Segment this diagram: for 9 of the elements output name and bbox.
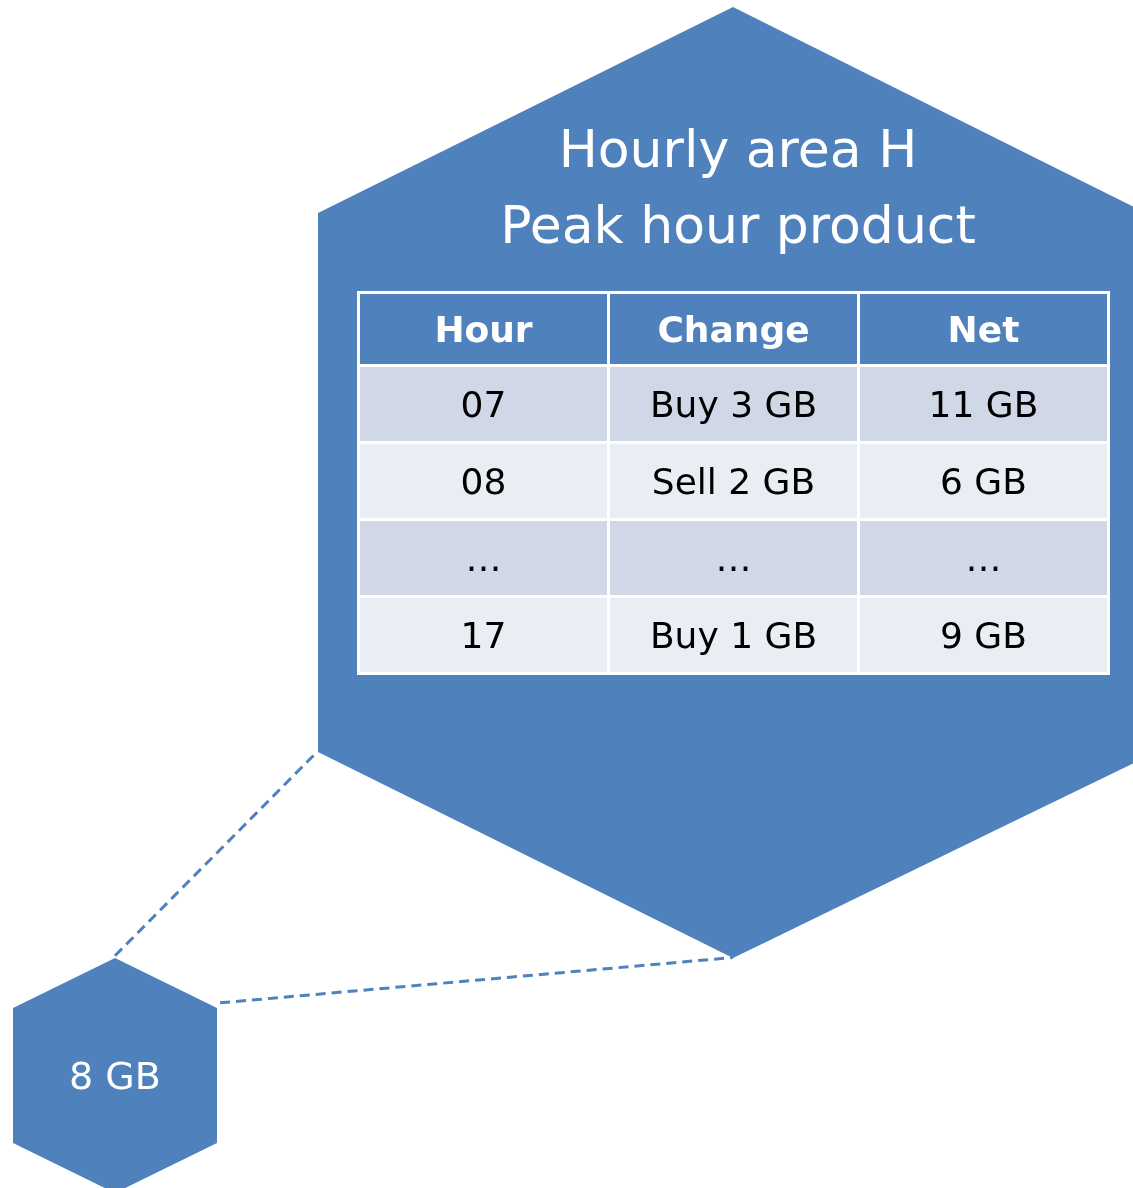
dashed-connector	[113, 751, 318, 957]
dashed-connector	[219, 956, 733, 1005]
table-cell: Buy 1 GB	[608, 596, 859, 674]
node-subtitle: Peak hour product	[499, 195, 977, 255]
node-label: 8 GB	[68, 1054, 162, 1098]
table-header: Hour	[358, 292, 609, 366]
table-cell: 17	[358, 596, 609, 674]
node-title: Hourly area H	[557, 119, 919, 179]
table-cell: 9 GB	[858, 596, 1109, 674]
